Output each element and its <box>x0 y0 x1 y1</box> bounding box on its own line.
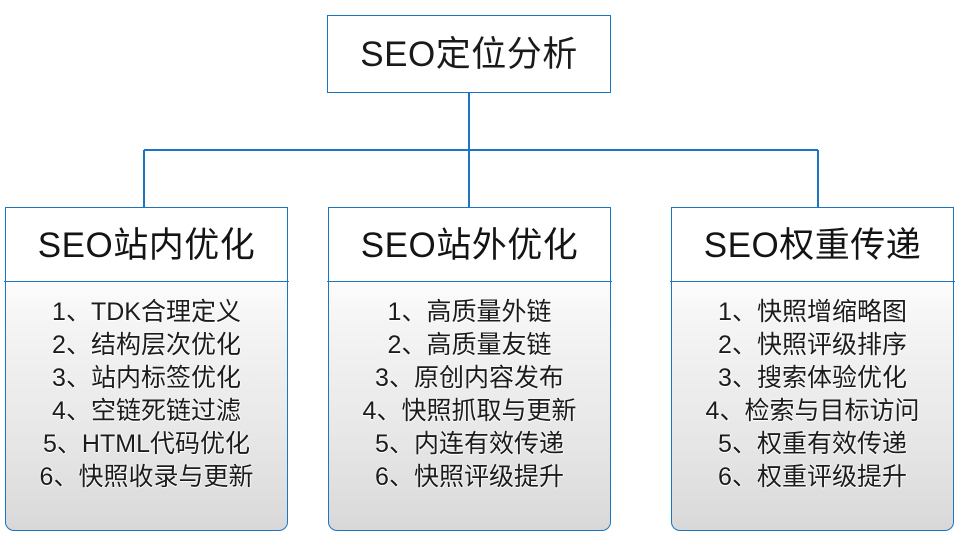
branch-header-divider-2 <box>327 281 612 282</box>
branch-item-list-1: 1、TDK合理定义 2、结构层次优化 3、站内标签优化 4、空链死链过滤 5、H… <box>6 296 287 494</box>
list-item: 5、HTML代码优化 <box>43 430 250 458</box>
list-item: 3、站内标签优化 <box>52 364 241 392</box>
branch-column-3[interactable]: SEO权重传递 1、快照增缩略图 2、快照评级排序 3、搜索体验优化 4、检索与… <box>670 207 955 531</box>
branch-column-2[interactable]: SEO站外优化 1、高质量外链 2、高质量友链 3、原创内容发布 4、快照抓取与… <box>327 207 612 531</box>
list-item: 6、权重评级提升 <box>718 463 907 491</box>
branch-header-title-3: SEO权重传递 <box>703 225 922 265</box>
branch-header-1[interactable]: SEO站内优化 <box>4 207 289 282</box>
list-item: 1、TDK合理定义 <box>52 298 241 326</box>
list-item: 5、内连有效传递 <box>375 430 564 458</box>
list-item: 3、原创内容发布 <box>375 364 564 392</box>
root-node-title: SEO定位分析 <box>360 34 578 74</box>
list-item: 4、快照抓取与更新 <box>362 397 577 425</box>
branch-item-list-2: 1、高质量外链 2、高质量友链 3、原创内容发布 4、快照抓取与更新 5、内连有… <box>329 296 610 494</box>
branch-header-3[interactable]: SEO权重传递 <box>670 207 955 282</box>
branch-header-2[interactable]: SEO站外优化 <box>327 207 612 282</box>
branch-body-2: 1、高质量外链 2、高质量友链 3、原创内容发布 4、快照抓取与更新 5、内连有… <box>328 282 611 531</box>
branch-header-divider-3 <box>670 281 955 282</box>
branch-body-1: 1、TDK合理定义 2、结构层次优化 3、站内标签优化 4、空链死链过滤 5、H… <box>5 282 288 531</box>
branch-header-title-2: SEO站外优化 <box>360 225 579 265</box>
list-item: 6、快照收录与更新 <box>39 463 254 491</box>
branch-column-1[interactable]: SEO站内优化 1、TDK合理定义 2、结构层次优化 3、站内标签优化 4、空链… <box>4 207 289 531</box>
list-item: 4、检索与目标访问 <box>705 397 920 425</box>
list-item: 2、结构层次优化 <box>52 331 241 359</box>
list-item: 2、高质量友链 <box>387 331 552 359</box>
branch-item-list-3: 1、快照增缩略图 2、快照评级排序 3、搜索体验优化 4、检索与目标访问 5、权… <box>672 296 953 494</box>
branch-body-3: 1、快照增缩略图 2、快照评级排序 3、搜索体验优化 4、检索与目标访问 5、权… <box>671 282 954 531</box>
list-item: 3、搜索体验优化 <box>718 364 907 392</box>
list-item: 4、空链死链过滤 <box>52 397 241 425</box>
list-item: 5、权重有效传递 <box>718 430 907 458</box>
root-node[interactable]: SEO定位分析 <box>327 15 611 93</box>
list-item: 2、快照评级排序 <box>718 331 907 359</box>
branch-header-divider-1 <box>4 281 289 282</box>
branch-header-title-1: SEO站内优化 <box>37 225 256 265</box>
list-item: 1、高质量外链 <box>387 298 552 326</box>
list-item: 6、快照评级提升 <box>375 463 564 491</box>
list-item: 1、快照增缩略图 <box>718 298 907 326</box>
